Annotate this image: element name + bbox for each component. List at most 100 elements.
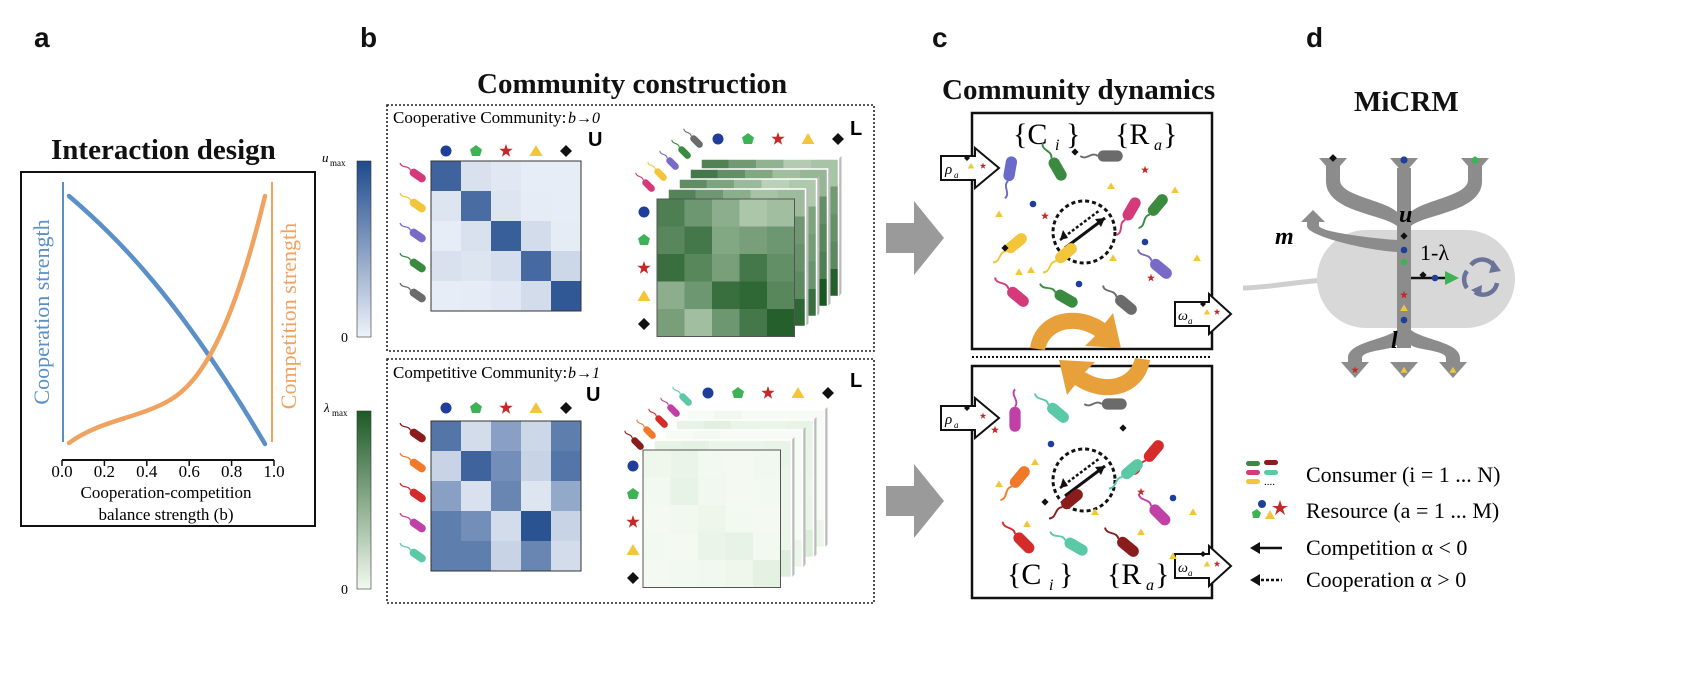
microbe-icon (636, 419, 656, 439)
m-label: m (1275, 224, 1294, 250)
microbe-icon (1001, 521, 1035, 554)
heatmap-cell (712, 281, 740, 309)
heatmap-cell (521, 221, 551, 251)
svg-text:ρ: ρ (944, 412, 952, 428)
heatmap-border (430, 420, 582, 572)
diamond-icon (964, 405, 970, 411)
heatmap-cell (431, 481, 461, 511)
coop-U-label: U (588, 129, 602, 151)
heatmap-cell (491, 541, 521, 571)
heatmap-border (656, 198, 795, 337)
heatmap-cell (725, 505, 753, 533)
R-sub-top: a (1154, 137, 1162, 154)
panel-c-diagram: {C i } {R a } {C i } {R a } ρ a ρ a ω a … (940, 111, 1233, 600)
svg-text:....: .... (1264, 476, 1275, 488)
svg-text:a: a (1188, 568, 1193, 578)
heatmap-cell (767, 309, 795, 337)
circle-icon (440, 402, 452, 414)
heatmap-cell (461, 541, 491, 571)
heatmap-cell (739, 199, 767, 227)
x-tick-label: 0.8 (221, 462, 242, 481)
microbe-icon (1003, 156, 1018, 200)
heatmap-cell (753, 477, 781, 505)
cooperative-L-stack (656, 156, 842, 337)
circle-icon (702, 387, 714, 399)
diamond-icon (1329, 154, 1337, 162)
heatmap-cell (725, 477, 753, 505)
pentagon-icon (1400, 258, 1408, 265)
competitive-community-box (386, 358, 875, 604)
heatmap-cell (725, 450, 753, 478)
microbe-icon (399, 162, 426, 183)
microbe-icon (1041, 142, 1067, 181)
pentagon-icon (732, 387, 744, 398)
svg-text:ρ: ρ (944, 162, 952, 178)
microbe-icon (1000, 466, 1030, 501)
heatmap-cell (431, 511, 461, 541)
microbe-icon (1102, 285, 1137, 315)
competitive-community-label: Competitive Community: (393, 363, 567, 382)
heatmap-cell (461, 511, 491, 541)
circle-icon (1400, 316, 1408, 324)
heatmap-cell (698, 505, 726, 533)
pentagon-icon (470, 145, 482, 156)
circle-icon (1141, 238, 1149, 246)
heatmap-cell (551, 161, 581, 191)
x-tick-label: 0.6 (179, 462, 200, 481)
heatmap-border (430, 160, 582, 312)
heatmap-cell (657, 199, 685, 227)
one-minus-lambda-arrowhead (1445, 271, 1459, 285)
outflow-arrow-top: ω a (1174, 291, 1233, 337)
triangle-icon (626, 544, 640, 555)
triangle-icon (637, 290, 651, 301)
diamond-icon (560, 145, 572, 157)
outflow-arrow-bottom: ω a (1174, 543, 1233, 589)
triangle-icon (791, 387, 805, 398)
legend-consumer: Consumer (i = 1 ... N) (1306, 462, 1501, 487)
heatmap-cell (725, 560, 753, 588)
heatmap-cell (491, 191, 521, 221)
heatmap-cell (461, 161, 491, 191)
heatmap-cell (657, 254, 685, 282)
x-axis-label-line2: balance strength (b) (99, 505, 234, 524)
microbe-icon (399, 452, 426, 473)
heatmap-cell (753, 505, 781, 533)
triangle-icon (1109, 254, 1117, 261)
diamond-icon (832, 133, 844, 145)
diamond-icon (964, 155, 970, 161)
heatmap-cell (767, 226, 795, 254)
triangle-icon (1023, 520, 1031, 527)
heatmap-border (642, 449, 781, 588)
star-icon (991, 425, 999, 434)
x-tick-label: 0.2 (94, 462, 115, 481)
C-sub-top: i (1055, 137, 1059, 154)
microbe-icon (399, 512, 426, 533)
triangle-icon (529, 402, 543, 413)
star-icon (499, 401, 513, 414)
triangle-icon (1027, 266, 1035, 273)
circle-icon (627, 460, 639, 472)
lambda-colorbar-min: 0 (341, 583, 348, 598)
panel-letter-d: d (1306, 22, 1324, 53)
heatmap-cell (521, 481, 551, 511)
microbe-icon (1137, 249, 1172, 279)
panel-a-title: Interaction design (51, 134, 276, 166)
lambda-colorbar-max-sub: max (332, 408, 348, 418)
microbe-icon (1034, 393, 1069, 423)
cooperative-limit: b→0 (568, 110, 600, 127)
microbe-icon (1039, 283, 1078, 308)
diamond-icon (638, 318, 650, 330)
circle-icon (1029, 200, 1037, 208)
pentagon-icon (638, 234, 650, 245)
heatmap-cell (491, 281, 521, 311)
heatmap-cell (491, 451, 521, 481)
heatmap-cell (431, 541, 461, 571)
heatmap-cell (491, 481, 521, 511)
microbe-icon (399, 192, 426, 213)
microbe-icon (671, 139, 691, 159)
diamond-icon (822, 387, 834, 399)
interaction-circle-top (1051, 199, 1117, 265)
star-icon (979, 412, 987, 419)
cooperation-curve (66, 193, 268, 447)
heatmap-cell (670, 477, 698, 505)
